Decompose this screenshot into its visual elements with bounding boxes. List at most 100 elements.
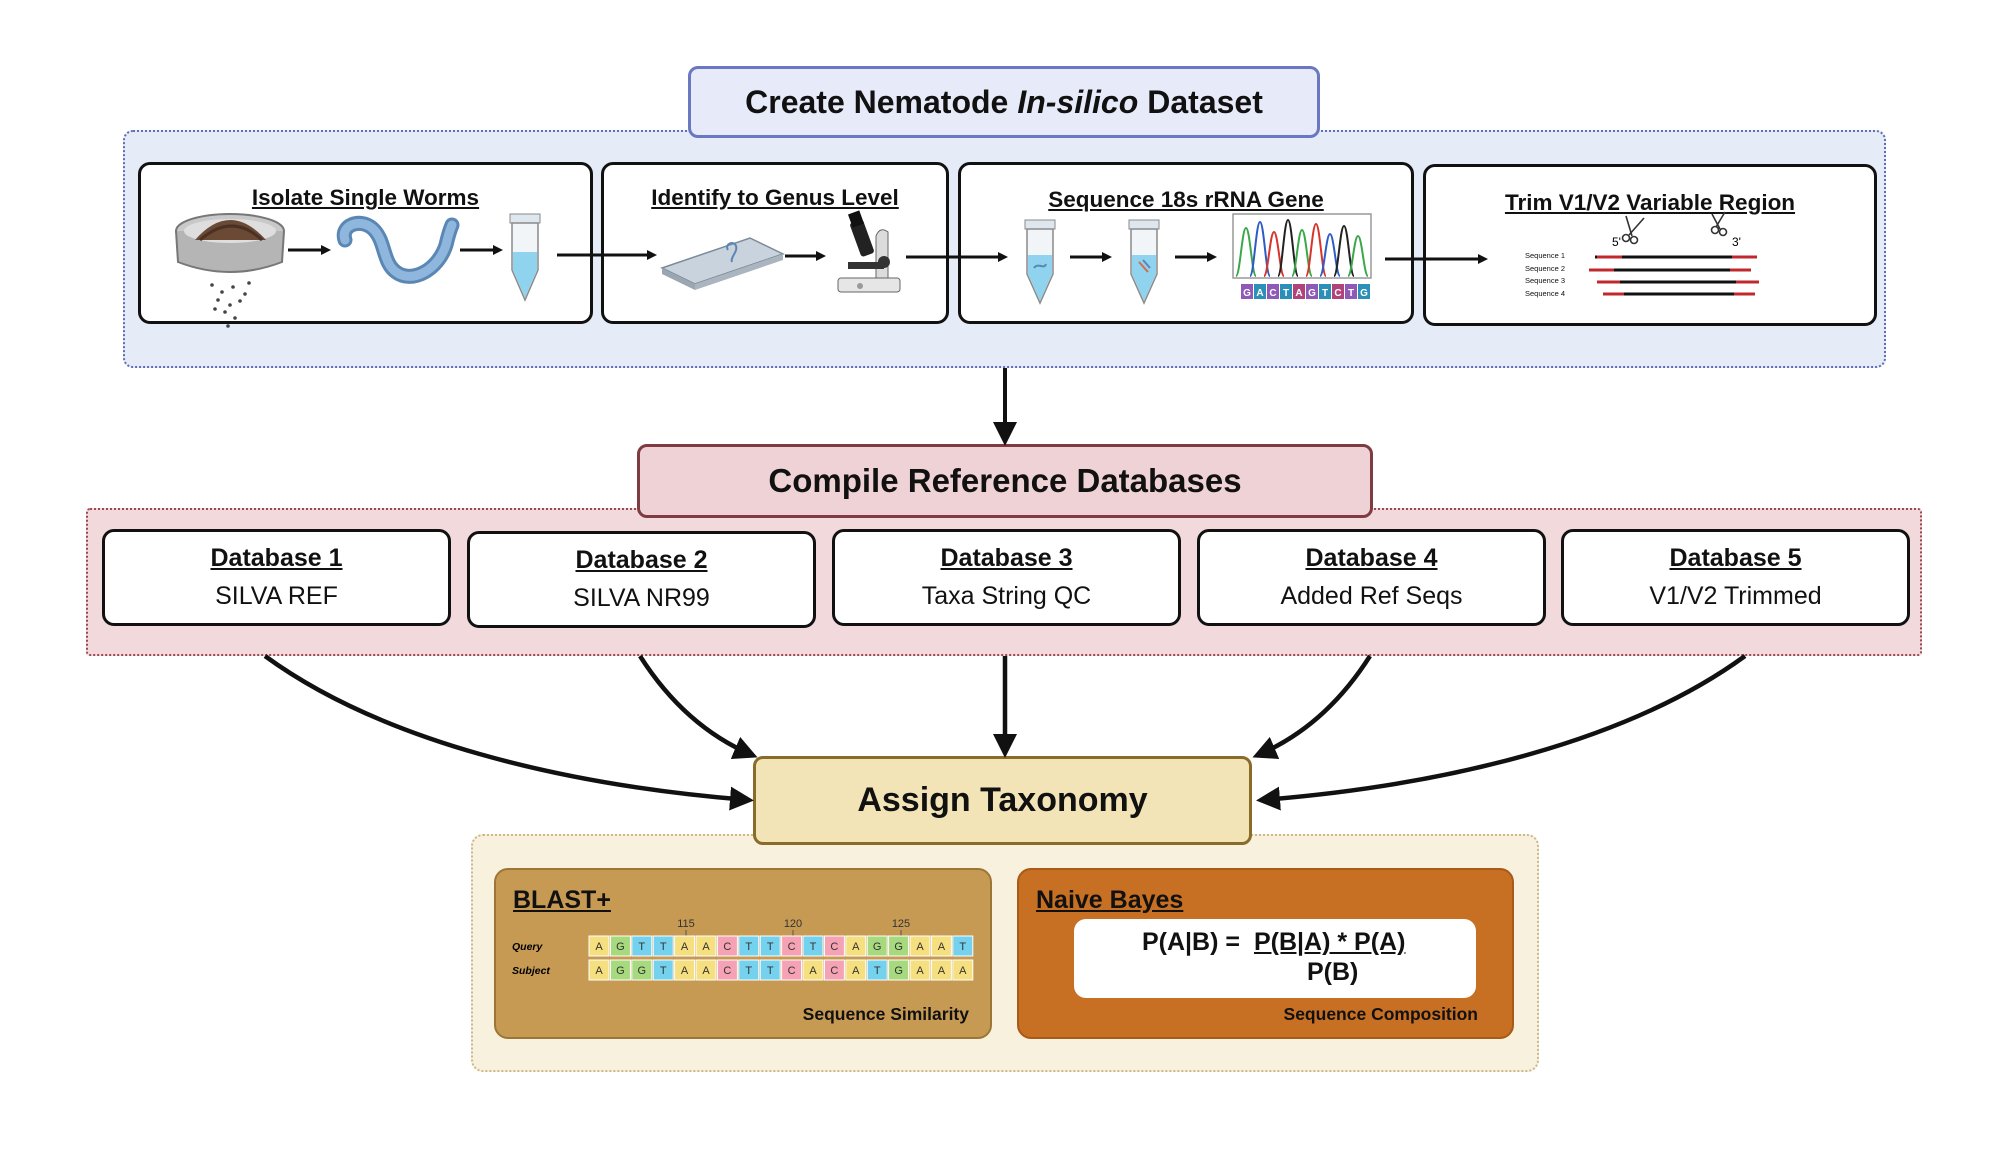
arrow-db2 (638, 654, 758, 759)
database-header: Database 4 (1305, 544, 1438, 572)
query-base: C (788, 941, 796, 953)
subject-base: G (894, 965, 903, 977)
stage2-title: Compile Reference Databases (637, 444, 1373, 518)
subject-base: A (809, 965, 817, 977)
query-base-cell (781, 935, 803, 957)
chromatogram-base: G (1360, 288, 1368, 299)
blast-title: BLAST+ (513, 886, 611, 914)
stage1-title-text: Create Nematode (745, 83, 1009, 120)
query-base-cell (674, 935, 696, 957)
subject-base-cell (845, 959, 867, 981)
subject-base: T (767, 965, 774, 977)
query-base: T (745, 941, 752, 953)
query-base: A (595, 941, 603, 953)
step-trim-region: Trim V1/V2 Variable Region (1423, 164, 1877, 326)
chromatogram-base: C (1334, 288, 1341, 299)
chromatogram-base: C (1269, 288, 1276, 299)
sequence-label: Sequence 3 (1525, 276, 1565, 285)
query-base: A (916, 941, 924, 953)
step-identify-genus: Identify to Genus Level (601, 162, 949, 324)
query-base-cell (716, 935, 738, 957)
subject-base-cell (588, 959, 610, 981)
subject-base-cell (609, 959, 631, 981)
five-prime-label: 5' (1612, 235, 1621, 249)
database-4-card: Database 4 Added Ref Seqs (1197, 529, 1546, 626)
query-base: T (767, 941, 774, 953)
tube-icon (1024, 219, 1056, 305)
subject-base: G (638, 965, 647, 977)
step-label: Isolate Single Worms (251, 185, 480, 210)
subject-base-cell (888, 959, 910, 981)
sequence-label: Sequence 4 (1525, 289, 1565, 298)
bayes-formula: P(A|B) = P(B|A) * P(A) P(B) (1074, 919, 1476, 998)
database-name: SILVA REF (215, 582, 338, 610)
subject-base-cell (695, 959, 717, 981)
query-base-cell (930, 935, 952, 957)
microscope-slide-icon (660, 237, 785, 290)
database-name: SILVA NR99 (573, 584, 710, 612)
subject-base-cell (738, 959, 760, 981)
chromatogram-base: G (1308, 288, 1316, 299)
subject-label: Subject (512, 965, 550, 977)
subject-base: A (702, 965, 710, 977)
query-base: T (638, 941, 645, 953)
query-base-cell (952, 935, 974, 957)
bayes-footer: Sequence Composition (1283, 1004, 1478, 1024)
database-name: V1/V2 Trimmed (1649, 582, 1822, 610)
step-label: Identify to Genus Level (651, 185, 899, 210)
stage1-title: Create Nematode In-silico Dataset (688, 66, 1320, 138)
query-base-cell (695, 935, 717, 957)
query-base-cell (609, 935, 631, 957)
database-header: Database 1 (210, 544, 343, 572)
bayes-title: Naive Bayes (1036, 886, 1184, 914)
query-base-cell (652, 935, 674, 957)
formula-numerator: P(B|A) * P(A) (1254, 928, 1406, 956)
subject-base: G (616, 965, 625, 977)
subject-base: A (959, 965, 967, 977)
subject-base-cell (674, 959, 696, 981)
tube-icon (1128, 219, 1160, 305)
query-base: A (681, 941, 689, 953)
subject-base: A (852, 965, 860, 977)
database-1-card: Database 1 SILVA REF (102, 529, 451, 626)
query-base: T (660, 941, 667, 953)
subject-base-cell (802, 959, 824, 981)
database-3-card: Database 3 Taxa String QC (832, 529, 1181, 626)
subject-base-cell (652, 959, 674, 981)
query-base: T (959, 941, 966, 953)
step-label: Sequence 18s rRNA Gene (1048, 187, 1324, 212)
database-header: Database 5 (1669, 544, 1802, 572)
subject-base-cell (716, 959, 738, 981)
formula-lhs: P(A|B) = (1142, 928, 1240, 956)
subject-base: C (723, 965, 731, 977)
worm-icon (336, 215, 460, 284)
subject-base-cell (759, 959, 781, 981)
database-header: Database 3 (940, 544, 1073, 572)
stage1-title-text-end: Dataset (1147, 83, 1263, 120)
query-base: C (830, 941, 838, 953)
stage1-title-italic: In-silico (1017, 83, 1139, 120)
subject-base: A (595, 965, 603, 977)
arrow-db4 (1252, 654, 1372, 759)
query-base: G (894, 941, 903, 953)
chromatogram-bases: G A C T A G T C T G (1241, 284, 1370, 299)
scissors-icon (1621, 215, 1645, 245)
step-label: Trim V1/V2 Variable Region (1504, 190, 1796, 215)
query-base-cell (823, 935, 845, 957)
query-base-cell (802, 935, 824, 957)
query-base: G (873, 941, 882, 953)
chromatogram-base: T (1348, 288, 1354, 299)
sieve-soil-icon (175, 213, 285, 328)
subject-base: T (660, 965, 667, 977)
blast-footer: Sequence Similarity (802, 1004, 969, 1024)
stage3-title: Assign Taxonomy (753, 756, 1252, 845)
query-base: T (810, 941, 817, 953)
position-label: 125 (892, 918, 910, 930)
database-header: Database 2 (575, 546, 708, 574)
subject-base: T (874, 965, 881, 977)
query-base-cell (909, 935, 931, 957)
arrow-db5 (1256, 654, 1747, 811)
query-base-cell (759, 935, 781, 957)
